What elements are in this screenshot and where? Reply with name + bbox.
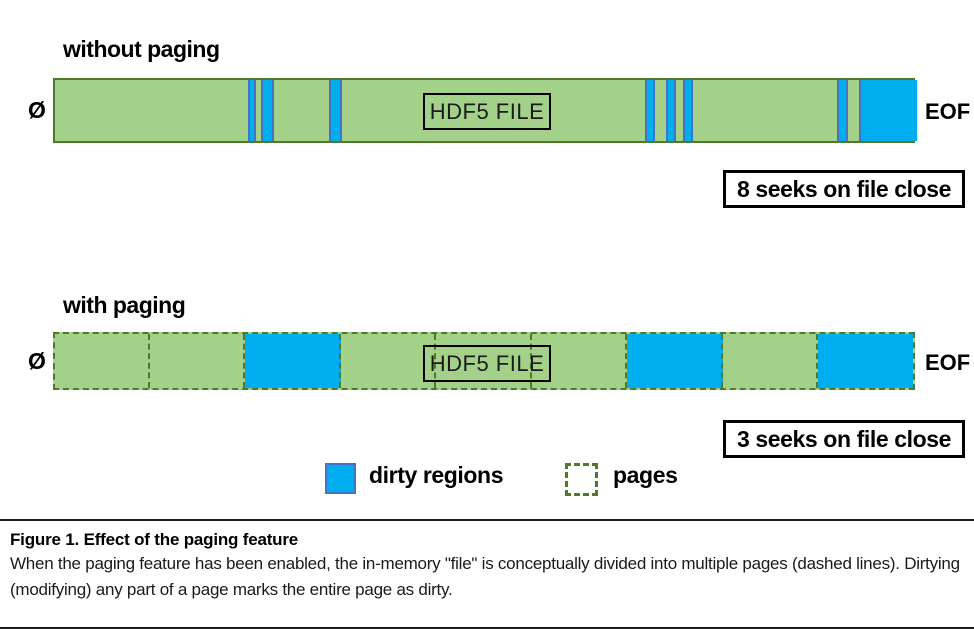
dirty-region bbox=[666, 80, 676, 141]
figure-caption-title: Figure 1. Effect of the paging feature bbox=[10, 530, 299, 549]
seeks-note-without-paging: 8 seeks on file close bbox=[723, 170, 965, 208]
file-bar-with-paging bbox=[53, 332, 915, 390]
legend-label-pages: pages bbox=[613, 462, 678, 488]
hdf5-file-label-bar2: HDF5 FILE bbox=[423, 345, 551, 382]
start-offset-label-bar2: Ø bbox=[28, 348, 46, 374]
page-cell bbox=[436, 334, 532, 388]
page-cell-dirty bbox=[627, 334, 723, 388]
eof-label-bar2: EOF bbox=[925, 350, 971, 375]
page-cell bbox=[150, 334, 245, 388]
figure-diagram: without paging Ø EOF HDF5 FILE 8 seeks o… bbox=[0, 36, 974, 508]
page-cell-dirty bbox=[245, 334, 341, 388]
page-cell-dirty bbox=[818, 334, 913, 388]
page-cell bbox=[532, 334, 627, 388]
dirty-region bbox=[329, 80, 342, 141]
legend: dirty regions pages bbox=[0, 458, 974, 508]
seeks-note-with-paging: 3 seeks on file close bbox=[723, 420, 965, 458]
legend-label-dirty-regions: dirty regions bbox=[369, 462, 504, 488]
dirty-region bbox=[248, 80, 256, 141]
legend-swatch-pages bbox=[565, 463, 598, 496]
eof-label-bar1: EOF bbox=[925, 99, 971, 124]
dirty-region bbox=[837, 80, 848, 141]
file-bar-without-paging bbox=[53, 78, 917, 143]
figure-caption-block: Figure 1. Effect of the paging feature W… bbox=[0, 519, 974, 629]
page-cell bbox=[723, 334, 818, 388]
dirty-region-tail bbox=[859, 80, 917, 141]
start-offset-label-bar1: Ø bbox=[28, 97, 46, 123]
dirty-region bbox=[261, 80, 274, 141]
bar-heading-without-paging: without paging bbox=[63, 36, 220, 62]
legend-swatch-dirty-regions bbox=[325, 463, 356, 494]
page-cell bbox=[341, 334, 436, 388]
hdf5-file-label-bar1: HDF5 FILE bbox=[423, 93, 551, 130]
bar-heading-with-paging: with paging bbox=[63, 292, 186, 318]
dirty-region bbox=[645, 80, 655, 141]
page-cell bbox=[55, 334, 150, 388]
figure-caption-body: When the paging feature has been enabled… bbox=[10, 554, 960, 600]
dirty-region bbox=[683, 80, 693, 141]
